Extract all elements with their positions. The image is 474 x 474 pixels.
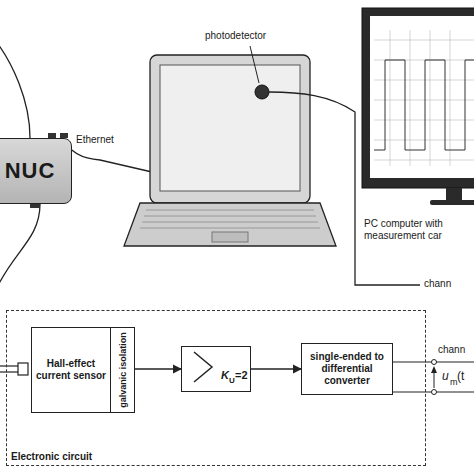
label-text: chann [424,278,451,290]
monitor-foot [430,200,474,205]
monitor-screen [370,16,474,178]
layout-shape [142,222,318,223]
laptop-lid [150,55,310,203]
layout-shape [374,140,474,141]
layout-shape [140,228,320,229]
layout-shape [430,30,431,166]
sensor-box: Hall-effect current sensor [31,327,111,413]
converter-box: single-ended to differential converter [301,343,393,395]
amplifier-box: KU=2 [181,346,251,392]
node-text: K [221,369,229,381]
node-text: U [229,376,235,385]
nuc-box: NUC [0,138,72,204]
layout-shape [144,216,316,217]
layout-shape [374,80,474,81]
photodetector-sensor [255,85,269,99]
node-text: galvanic isolation [118,332,128,408]
layout-shape [374,120,474,121]
voltage-arrowhead [431,366,437,373]
node-text: NUC [5,158,56,184]
label-text: u [442,369,449,383]
node-text: Hall-effect current sensor [35,358,107,382]
layout-shape [374,100,474,101]
layout-shape [390,30,391,166]
layout-shape [374,160,474,161]
voltage-arrow [434,371,435,388]
terminal [432,360,437,365]
layout-shape [374,40,474,41]
nuc-cable [0,204,40,292]
touchpad [212,232,248,242]
signal-arrow [135,368,181,369]
leader-line [250,46,259,83]
chart-grid [374,30,474,166]
laptop-base [124,203,336,246]
node-text: Electronic circuit [11,451,92,462]
layout-shape [450,30,451,166]
label-text: chann [438,344,465,356]
keyboard [140,210,320,228]
monitor-frame [362,8,474,188]
monitor-stand [446,188,462,201]
circuit-frame: Electronic circuit Hall-effect current se… [6,310,426,466]
amplifier-symbol [194,352,212,382]
layout-shape [410,30,411,166]
node-text: single-ended to differential converter [305,351,389,387]
nuc-cable [0,40,30,138]
laptop-screen [160,65,300,191]
label-text: PC computer with measurement car [364,218,464,242]
sensor-core [18,363,28,375]
terminal [432,390,437,395]
sensor-wire [0,371,18,372]
port [30,204,40,208]
label-text: (t [457,369,464,383]
label-text: Ethernet [76,134,114,146]
signal-arrow [251,368,301,369]
chart-trace [374,60,474,150]
sensor-wire [0,365,18,366]
isolation-box: galvanic isolation [111,327,135,413]
node-text: =2 [235,369,248,381]
label-text: photodetector [205,30,266,42]
layout-shape [146,210,314,211]
label-text: m [450,377,458,388]
